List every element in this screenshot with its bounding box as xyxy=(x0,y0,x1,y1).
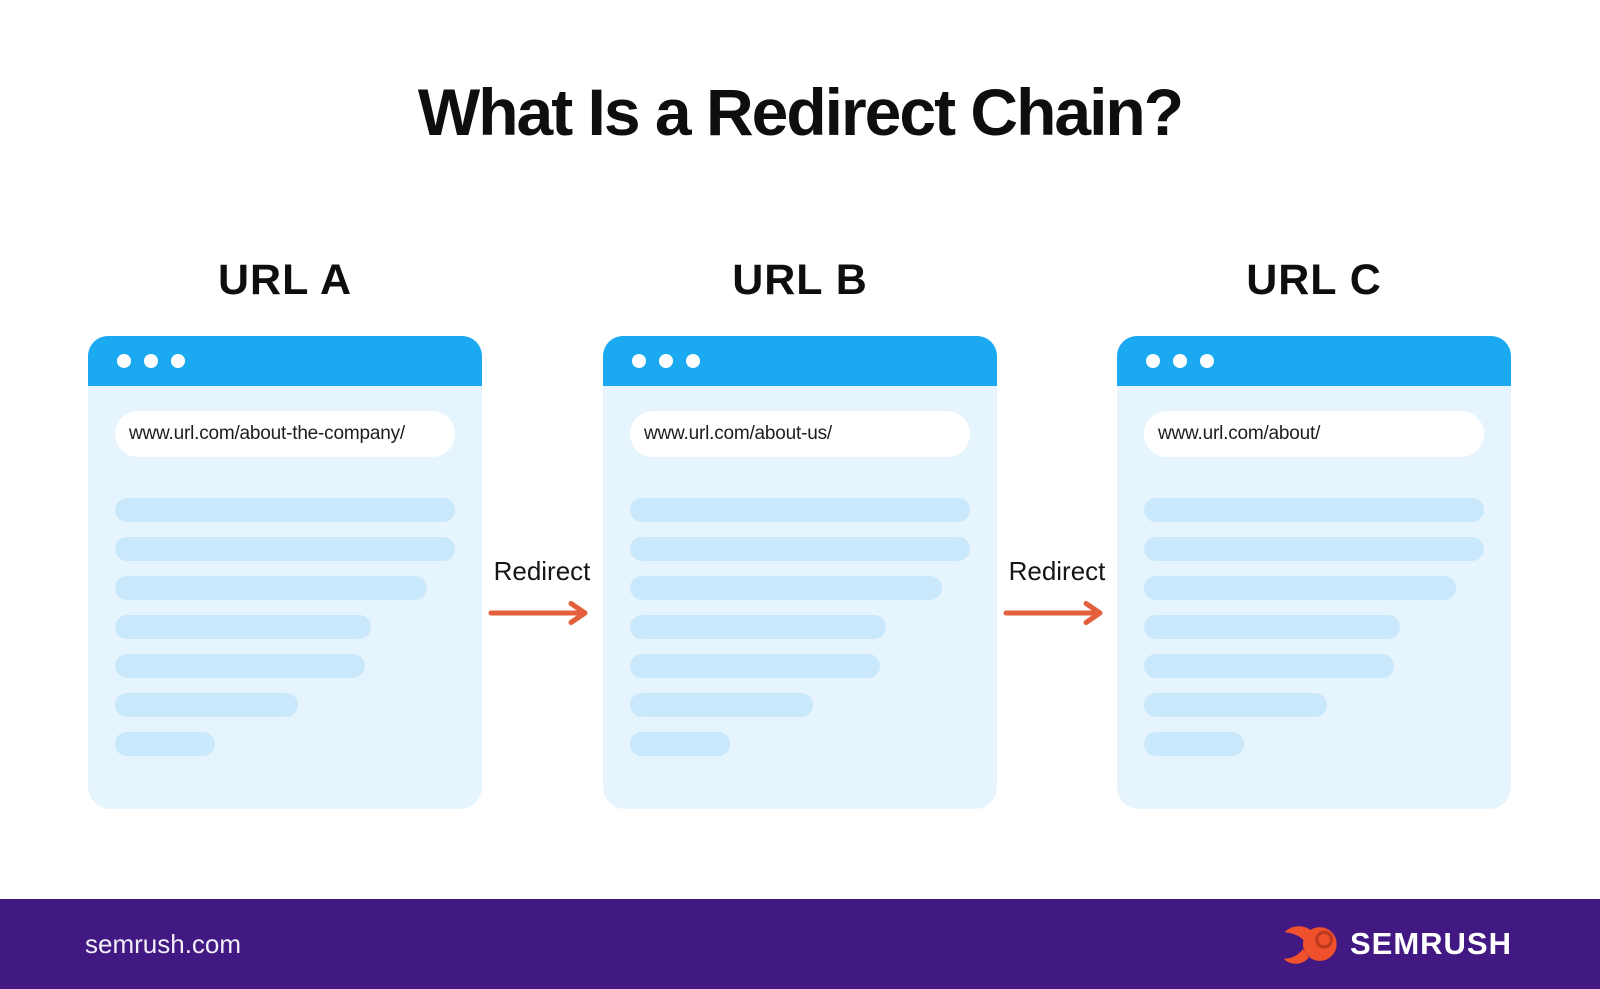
window-dot-icon xyxy=(632,354,646,368)
content-placeholder-line xyxy=(115,693,298,717)
redirect-label: Redirect xyxy=(1008,556,1106,586)
window-dot-icon xyxy=(144,354,158,368)
semrush-wordmark: SEMRUSH xyxy=(1349,926,1512,961)
content-placeholder-line xyxy=(115,615,371,639)
window-dot-icon xyxy=(171,354,185,368)
browser-titlebar xyxy=(88,336,482,386)
content-placeholder-block xyxy=(630,498,970,756)
address-bar-url: www.url.com/about-us/ xyxy=(644,423,832,444)
semrush-flame-icon xyxy=(1283,926,1337,964)
address-bar: www.url.com/about-the-company/ xyxy=(115,411,455,457)
content-placeholder-line xyxy=(1144,693,1327,717)
content-placeholder-line xyxy=(1144,537,1484,561)
content-placeholder-line xyxy=(115,732,215,756)
content-placeholder-line xyxy=(630,498,970,522)
window-dot-icon xyxy=(659,354,673,368)
content-placeholder-line xyxy=(115,654,365,678)
browser-window-b: www.url.com/about-us/ xyxy=(603,336,997,809)
redirect-step-1: Redirect xyxy=(462,556,622,626)
content-placeholder-block xyxy=(115,498,455,756)
address-bar: www.url.com/about-us/ xyxy=(630,411,970,457)
content-placeholder-line xyxy=(630,537,970,561)
url-c-section: URL C www.url.com/about/ xyxy=(1117,256,1511,809)
window-label-c: URL C xyxy=(1246,256,1382,304)
content-placeholder-line xyxy=(630,654,880,678)
window-dot-icon xyxy=(1146,354,1160,368)
content-placeholder-line xyxy=(630,615,886,639)
window-dot-icon xyxy=(1200,354,1214,368)
browser-titlebar xyxy=(1117,336,1511,386)
window-dot-icon xyxy=(686,354,700,368)
content-placeholder-line xyxy=(1144,615,1400,639)
content-placeholder-block xyxy=(1144,498,1484,756)
content-placeholder-line xyxy=(115,576,427,600)
address-bar-url: www.url.com/about-the-company/ xyxy=(129,423,405,444)
browser-window-c: www.url.com/about/ xyxy=(1117,336,1511,809)
right-arrow-icon xyxy=(488,601,588,625)
redirect-label: Redirect xyxy=(493,556,591,586)
content-placeholder-line xyxy=(1144,654,1394,678)
address-bar-url: www.url.com/about/ xyxy=(1158,423,1321,444)
content-placeholder-line xyxy=(1144,732,1244,756)
footer-bar: semrush.com SEMRUSH xyxy=(0,899,1600,989)
right-arrow-icon xyxy=(1003,601,1103,625)
content-placeholder-line xyxy=(115,537,455,561)
browser-window-a: www.url.com/about-the-company/ xyxy=(88,336,482,809)
browser-page: www.url.com/about/ xyxy=(1117,386,1511,809)
browser-page: www.url.com/about-us/ xyxy=(603,386,997,809)
content-placeholder-line xyxy=(630,576,942,600)
window-label-a: URL A xyxy=(218,256,352,304)
browser-titlebar xyxy=(603,336,997,386)
content-placeholder-line xyxy=(1144,498,1484,522)
page-title: What Is a Redirect Chain? xyxy=(417,75,1184,149)
window-dot-icon xyxy=(1173,354,1187,368)
address-bar: www.url.com/about/ xyxy=(1144,411,1484,457)
content-placeholder-line xyxy=(630,693,813,717)
content-placeholder-line xyxy=(115,498,455,522)
semrush-logo: SEMRUSH xyxy=(1283,922,1512,966)
url-b-section: URL B www.url.com/about-us/ xyxy=(603,256,997,809)
content-placeholder-line xyxy=(1144,576,1456,600)
window-dot-icon xyxy=(117,354,131,368)
window-label-b: URL B xyxy=(732,256,868,304)
url-a-section: URL A www.url.com/about-the-company/ xyxy=(88,256,482,809)
browser-page: www.url.com/about-the-company/ xyxy=(88,386,482,809)
footer-site-url: semrush.com xyxy=(85,928,242,959)
redirect-step-2: Redirect xyxy=(977,556,1137,626)
content-placeholder-line xyxy=(630,732,730,756)
